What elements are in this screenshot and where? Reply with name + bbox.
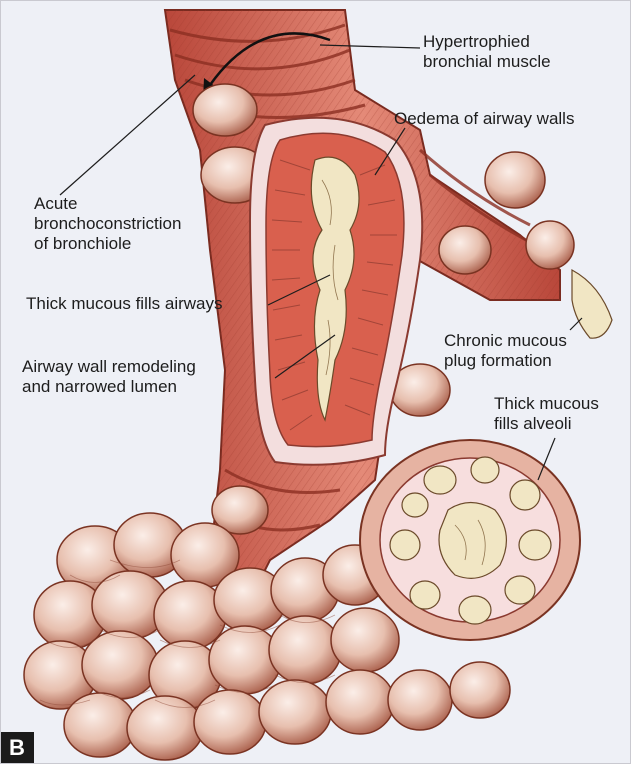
label-thick-mucous-airways: Thick mucous fills airways (26, 294, 223, 314)
label-oedema: Oedema of airway walls (394, 109, 574, 129)
label-chronic-plug: Chronic mucous plug formation (444, 331, 567, 371)
leader-acute (60, 75, 195, 195)
panel-letter-badge: B (0, 732, 34, 764)
label-hypertrophied-muscle: Hypertrophied bronchial muscle (423, 32, 551, 72)
label-airway-remodeling: Airway wall remodeling and narrowed lume… (22, 357, 196, 397)
airway-cross-section (250, 118, 422, 465)
label-thick-mucous-alveoli: Thick mucous fills alveoli (494, 394, 599, 434)
alveolar-sac-section (360, 440, 580, 640)
mucous-plug (572, 270, 612, 338)
label-acute-bronchoconstriction: Acute bronchoconstriction of bronchiole (34, 194, 181, 254)
